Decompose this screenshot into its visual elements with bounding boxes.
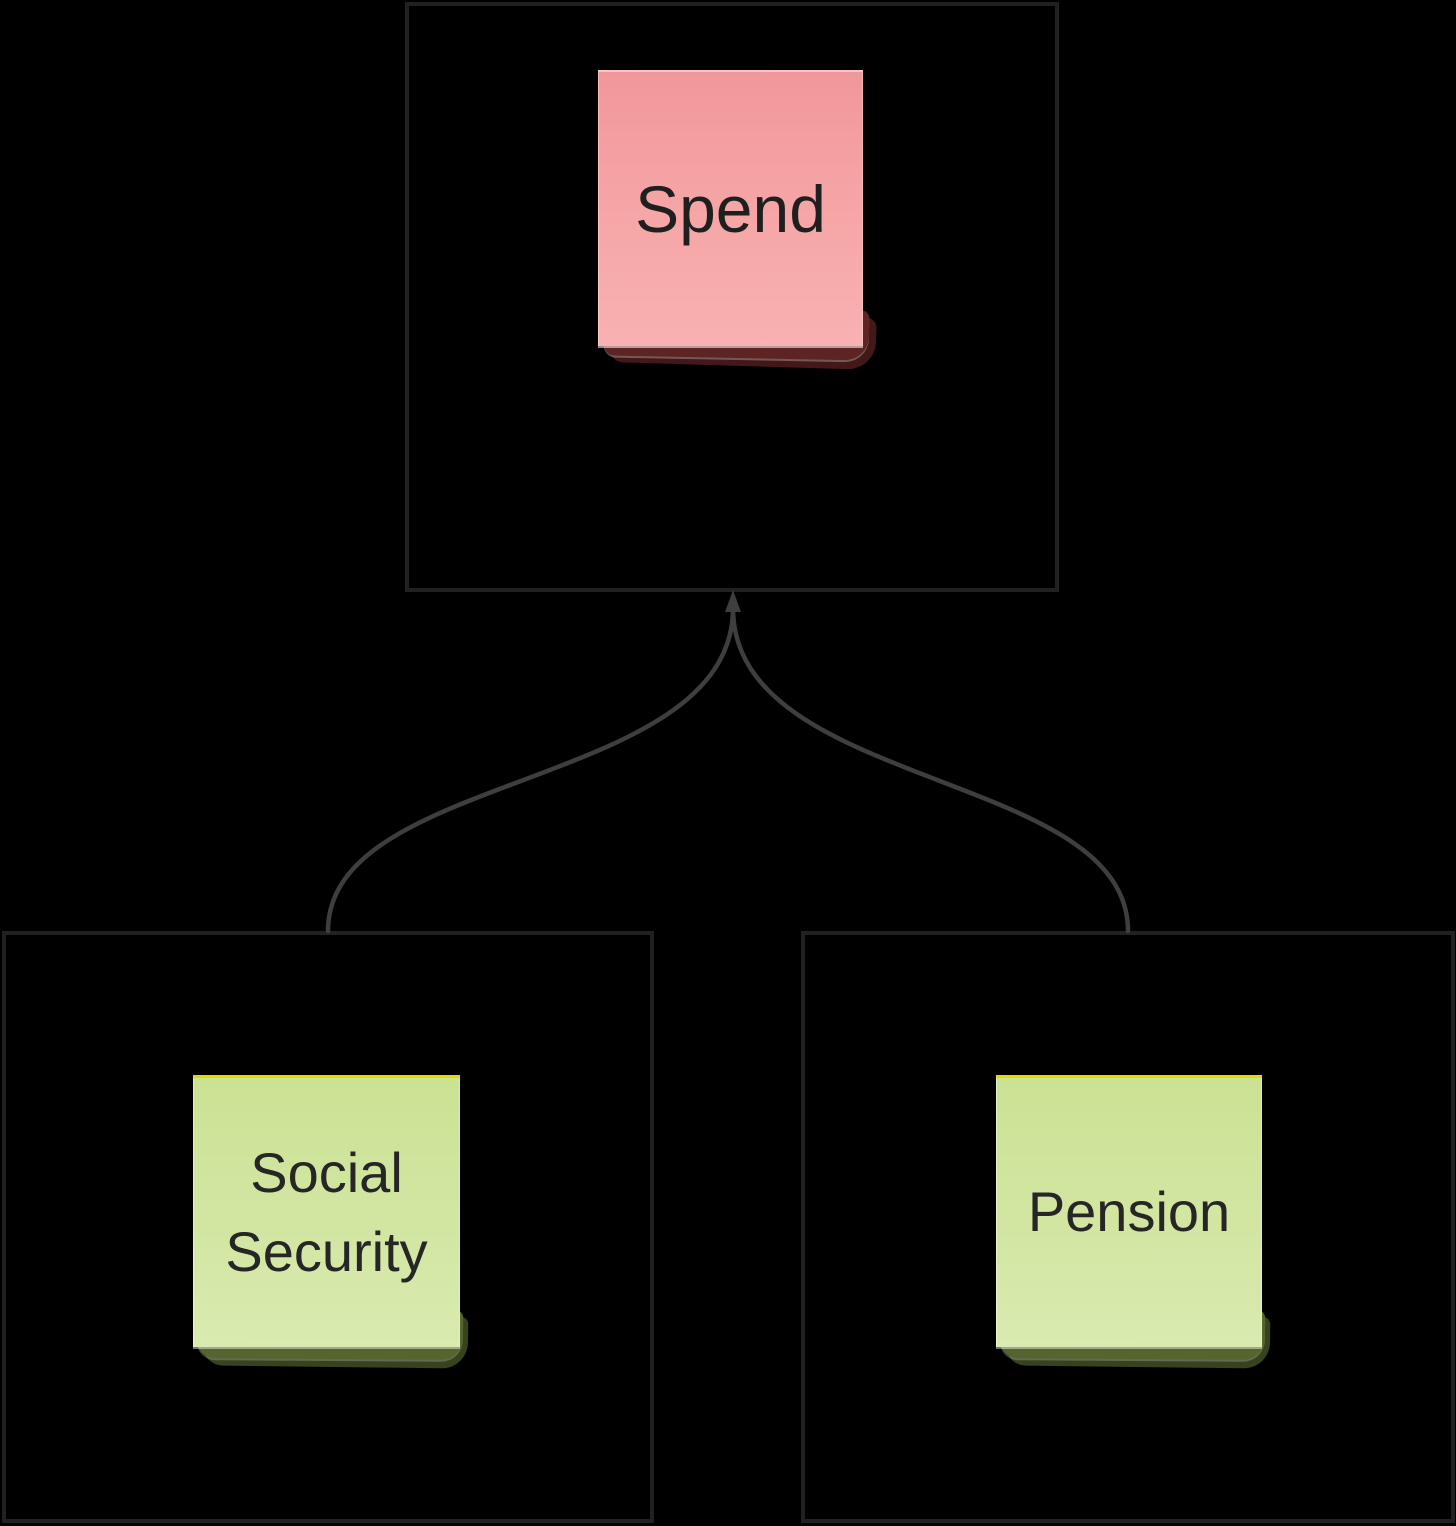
note-label: Spend: [635, 172, 826, 246]
note-label: Social Security: [225, 1141, 428, 1283]
sticky-note-social-security[interactable]: Social Security: [193, 1075, 469, 1375]
sticky-note-spend[interactable]: Spend: [598, 70, 877, 370]
sticky-note-face: Pension: [996, 1075, 1262, 1347]
connector-arrowhead-icon: [725, 590, 741, 612]
sticky-note-face: Spend: [598, 70, 863, 346]
sticky-note-pension[interactable]: Pension: [996, 1075, 1271, 1375]
connector-pension-to-spend: [730, 605, 1131, 934]
note-label: Pension: [1027, 1180, 1231, 1244]
connector-social-security-to-spend: [325, 605, 736, 934]
sticky-note-face: Social Security: [193, 1075, 460, 1347]
